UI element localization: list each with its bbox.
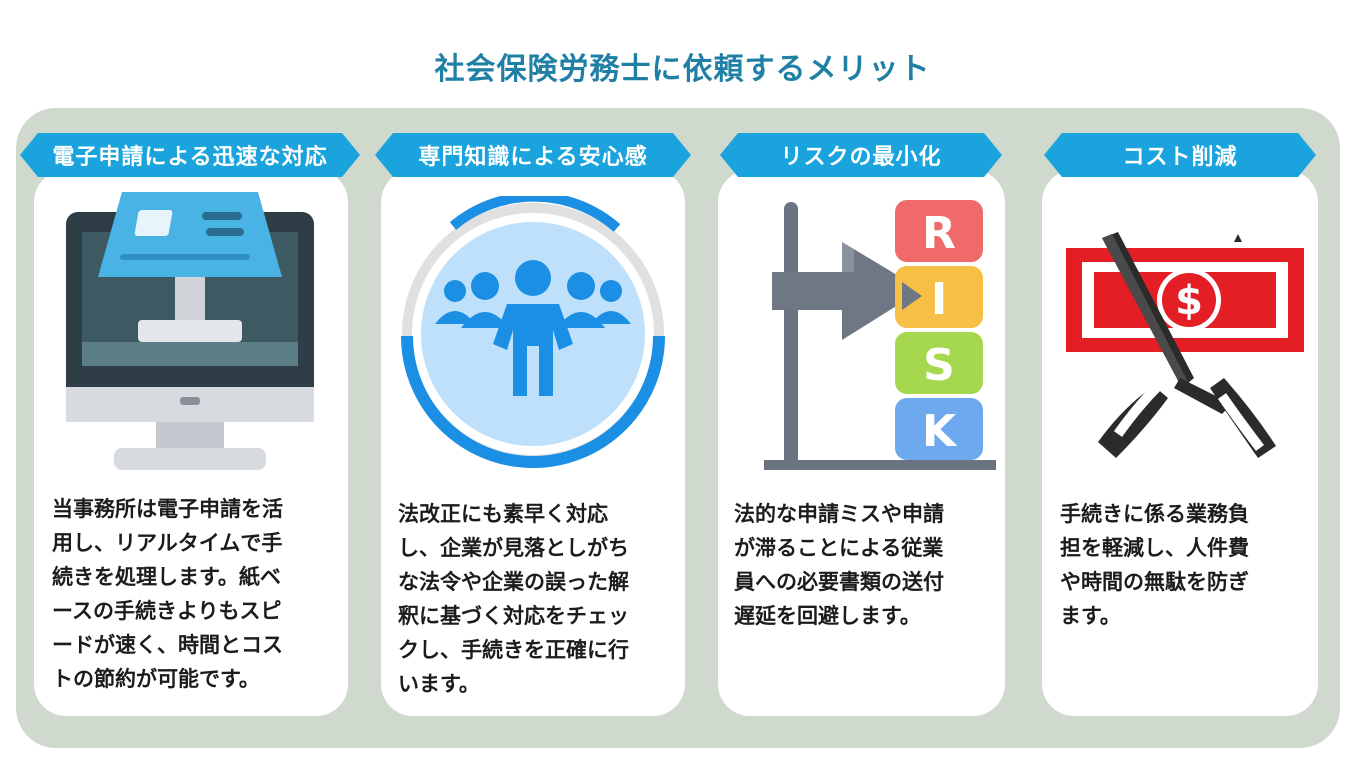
description-line: 当事務所は電子申請を活: [52, 497, 283, 521]
description-line: 遅延を回避します。: [734, 604, 921, 628]
description-line: トの節約が可能です。: [52, 667, 260, 691]
card-heading-cost: コスト削減: [1044, 133, 1316, 177]
card-heading-expertise: 専門知識による安心感: [375, 133, 691, 177]
description-line: 用し、リアルタイムで手: [52, 531, 283, 555]
description-line: 法的な申請ミスや申請: [734, 502, 944, 526]
card-heading-risk: リスクの最小化: [720, 133, 1002, 177]
description-line: ースの手続きよりもスピ: [52, 599, 282, 623]
card-description-risk: 法的な申請ミスや申請 が滞ることによる従業 員への必要書類の送付 遅延を回避しま…: [734, 497, 944, 633]
description-line: な法令や企業の誤った解: [398, 570, 629, 594]
risk-blocks-icon: R I S K: [764, 200, 996, 470]
description-line: や時間の無駄を防ぎ: [1060, 570, 1249, 594]
description-line: 続きを処理します。紙ベ: [52, 565, 281, 589]
card-description-electronic-filing: 当事務所は電子申請を活 用し、リアルタイムで手 続きを処理します。紙ベ ースの手…: [52, 492, 283, 696]
card-description-cost: 手続きに係る業務負 担を軽減し、人件費 や時間の無駄を防ぎ ます。: [1060, 497, 1249, 633]
page-title: 社会保険労務士に依頼するメリット: [434, 52, 931, 87]
description-line: し、企業が見落としがち: [398, 536, 629, 560]
team-experts-icon: [401, 196, 665, 468]
description-line: 手続きに係る業務負: [1060, 502, 1249, 526]
description-line: クし、手続きを正確に行: [398, 638, 629, 662]
risk-letter-i: I: [931, 274, 947, 325]
scissors-cutting-money-icon: $: [1066, 232, 1304, 458]
risk-letter-s: S: [923, 340, 955, 391]
description-line: 員への必要書類の送付: [734, 570, 944, 594]
card-description-expertise: 法改正にも素早く対応 し、企業が見落としがち な法令や企業の誤った解 釈に基づく…: [398, 497, 629, 701]
risk-letter-r: R: [922, 208, 956, 259]
description-line: 担を軽減し、人件費: [1060, 536, 1249, 560]
description-line: 法改正にも素早く対応: [398, 502, 608, 526]
computer-kiosk-icon: [66, 192, 314, 470]
risk-letter-k: K: [922, 406, 958, 457]
description-line: います。: [398, 672, 480, 696]
description-line: が滞ることによる従業: [734, 536, 944, 560]
description-line: 釈に基づく対応をチェッ: [398, 604, 629, 628]
description-line: ます。: [1060, 604, 1121, 628]
card-heading-electronic-filing: 電子申請による迅速な対応: [20, 133, 360, 177]
description-line: ードが速く、時間とコス: [52, 633, 283, 657]
dollar-symbol: $: [1175, 278, 1203, 324]
